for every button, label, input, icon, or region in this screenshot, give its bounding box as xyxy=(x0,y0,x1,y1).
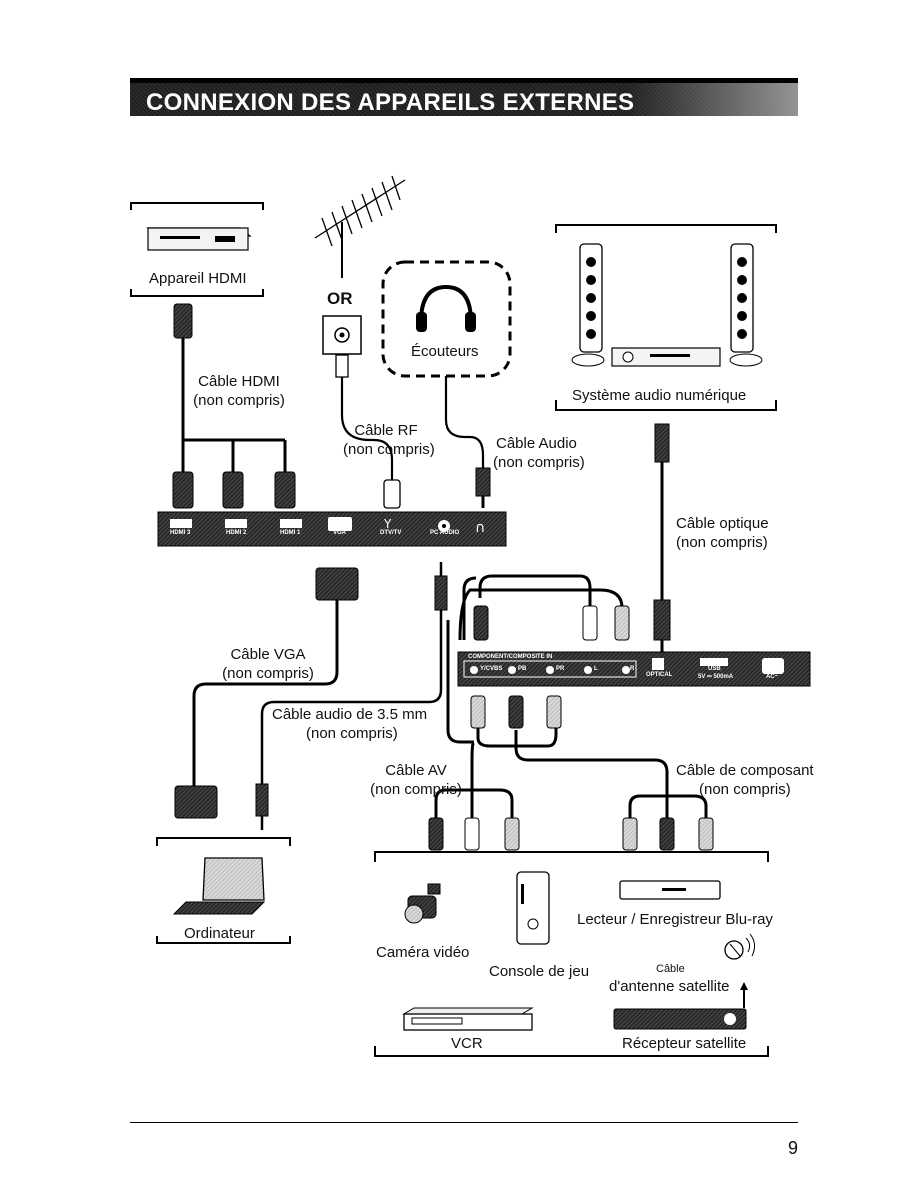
audio-35mm-cable xyxy=(255,562,448,830)
satellite-receiver-label: Récepteur satellite xyxy=(622,1035,747,1052)
port-pb: PB xyxy=(518,666,527,672)
audio-cable-note: (non compris) xyxy=(493,454,585,471)
hdmi-device-label: Appareil HDMI xyxy=(149,270,247,287)
port-usb-spec: 5V ⎓ 500mA xyxy=(698,674,734,680)
rf-cable-note: (non compris) xyxy=(343,441,435,458)
component-cable-note: (non compris) xyxy=(699,781,791,798)
av-plug-lower-3 xyxy=(504,817,520,851)
av-plug-lower-2 xyxy=(464,817,480,851)
audio35-cable-note: (non compris) xyxy=(306,725,398,742)
av-cable-note: (non compris) xyxy=(370,781,462,798)
headphones-label: Écouteurs xyxy=(411,343,479,360)
optical-cable-note: (non compris) xyxy=(676,534,768,551)
section-title: CONNEXION DES APPAREILS EXTERNES xyxy=(146,89,635,116)
vga-cable xyxy=(174,567,359,819)
satellite-antenna-label: d'antenne satellite xyxy=(609,978,730,995)
component-plug-lower-2 xyxy=(659,817,675,851)
hdmi-cable-note: (non compris) xyxy=(193,392,285,409)
sources-frame xyxy=(374,851,769,1057)
dvd-player-icon xyxy=(146,227,252,251)
rf-cable-label: Câble RF xyxy=(354,422,418,439)
port-dtv: DTV/TV xyxy=(380,530,402,536)
port-audio-l: L xyxy=(594,666,598,672)
bluray-label: Lecteur / Enregistreur Blu-ray xyxy=(577,911,773,928)
game-console-label: Console de jeu xyxy=(489,963,590,980)
port-vga: VGA xyxy=(333,530,347,536)
port-ycvbs: Y/CVBS xyxy=(480,666,503,672)
port-audio-r: R xyxy=(630,666,635,672)
component-plug-upper-1 xyxy=(470,695,486,729)
optical-cable xyxy=(653,423,671,652)
port-hdmi1: HDMI 1 xyxy=(280,530,301,536)
port-hdmi3: HDMI 3 xyxy=(170,530,191,536)
hdmi-cable xyxy=(172,303,296,509)
av-cable-lower xyxy=(434,620,514,822)
port-pc-audio: PC AUDIO xyxy=(430,530,460,536)
top-panel-port-labels: HDMI 3 HDMI 2 HDMI 1 VGA DTV/TV PC AUDIO xyxy=(170,530,500,542)
or-label: OR xyxy=(327,289,353,308)
component-cable xyxy=(476,726,708,820)
satellite-cable-small-label: Câble xyxy=(656,963,685,975)
port-optical: OPTICAL xyxy=(646,672,673,678)
port-pr: PR xyxy=(556,666,565,672)
camcorder-label: Caméra vidéo xyxy=(376,944,470,961)
svg-text:∩: ∩ xyxy=(475,520,485,536)
antenna-icon xyxy=(314,175,406,278)
speaker-left-icon xyxy=(571,243,605,367)
audio35-cable-label: Câble audio de 3.5 mm xyxy=(272,706,428,723)
speaker-right-icon xyxy=(729,243,763,367)
av-plug-upper-2 xyxy=(582,605,598,641)
headphones-icon xyxy=(416,284,476,332)
optical-cable-label: Câble optique xyxy=(676,515,769,532)
component-plug-lower-1 xyxy=(622,817,638,851)
port-section-component: COMPONENT/COMPOSITE IN xyxy=(468,654,553,660)
av-cable-label: Câble AV xyxy=(385,762,447,779)
digital-audio-label: Système audio numérique xyxy=(572,387,747,404)
laptop-icon xyxy=(172,857,266,915)
av-plug-upper-3 xyxy=(614,605,630,641)
port-usb: USB xyxy=(708,666,721,672)
av-plug-upper-1 xyxy=(473,605,489,641)
digital-audio-frame xyxy=(555,224,777,411)
tv-rear-panel-side xyxy=(457,651,811,687)
port-ac: AC~ xyxy=(766,674,779,680)
svg-text:Y: Y xyxy=(383,517,392,531)
title-bar-gradient xyxy=(628,83,798,116)
section-title-bar: CONNEXION DES APPAREILS EXTERNES xyxy=(130,78,798,116)
vcr-label: VCR xyxy=(451,1035,483,1052)
vga-cable-label: Câble VGA xyxy=(230,646,306,663)
page-number: 9 xyxy=(787,1138,798,1158)
component-plug-lower-3 xyxy=(698,817,714,851)
audio-cable-label: Câble Audio xyxy=(496,435,577,452)
component-cable-label: Câble de composant xyxy=(676,762,814,779)
av-cable-upper xyxy=(458,574,624,641)
vcr-icon xyxy=(402,1007,534,1031)
audio-receiver-icon xyxy=(611,347,721,367)
game-console-icon xyxy=(516,871,550,945)
rf-wall-outlet-icon xyxy=(322,315,362,378)
footer-rule xyxy=(130,1122,798,1123)
component-plug-upper-3 xyxy=(546,695,562,729)
side-panel-port-labels: COMPONENT/COMPOSITE IN Y/CVBS PB PR L R … xyxy=(464,654,804,684)
computer-label: Ordinateur xyxy=(184,925,255,942)
camcorder-icon xyxy=(404,883,441,924)
vga-cable-note: (non compris) xyxy=(222,665,314,682)
rf-plug xyxy=(383,479,401,509)
av-plug-lower-1 xyxy=(428,817,444,851)
satellite-receiver-icon xyxy=(613,1008,747,1030)
computer-frame xyxy=(156,837,291,944)
audio-jack-plug xyxy=(475,467,491,508)
satellite-dish-icon xyxy=(724,933,756,1008)
port-hdmi2: HDMI 2 xyxy=(226,530,247,536)
hdmi-cable-label: Câble HDMI xyxy=(198,373,280,390)
component-plug-upper-2 xyxy=(508,695,524,729)
bluray-player-icon xyxy=(619,880,721,900)
tv-rear-panel-top: Y ∩ xyxy=(157,511,507,547)
hdmi-device-frame xyxy=(130,202,264,297)
